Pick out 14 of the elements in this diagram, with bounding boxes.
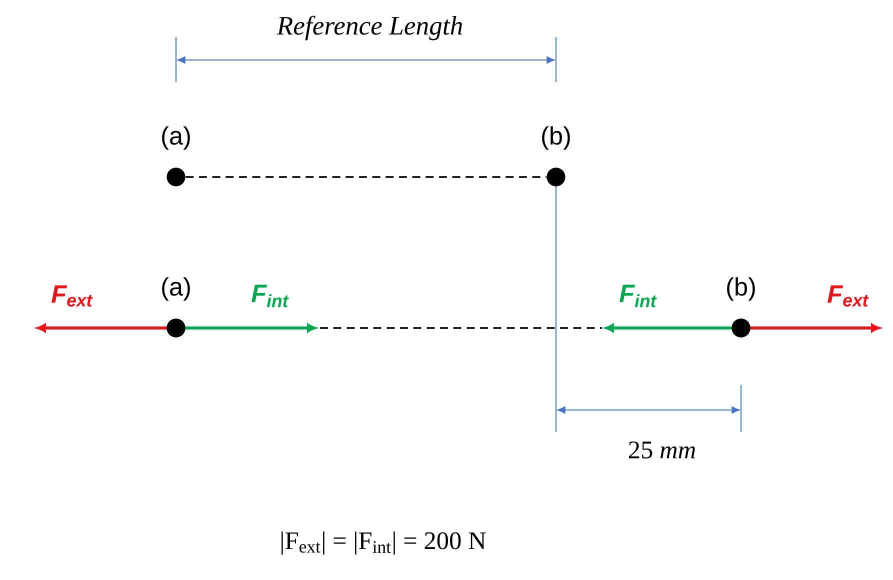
point-dot <box>546 168 566 186</box>
formula-text: |F$_{ext}$| = |F$_{int}$| = 200 N <box>282 531 486 554</box>
point-label: (b) <box>542 126 570 150</box>
point-label: (a) <box>162 126 190 150</box>
dimension-label: 25 mm <box>628 441 696 458</box>
point-label: (a) <box>162 277 190 301</box>
point-dot <box>166 168 186 186</box>
dashed-line <box>186 176 546 178</box>
force-label: F$_{ext}$ <box>52 285 93 307</box>
force-label: F$_{int}$ <box>252 284 289 308</box>
point-label: (b) <box>727 277 755 301</box>
force-label: F$_{ext}$ <box>828 285 869 307</box>
dimension-label: Reference Length <box>276 16 462 40</box>
force-label: F$_{int}$ <box>620 284 657 308</box>
